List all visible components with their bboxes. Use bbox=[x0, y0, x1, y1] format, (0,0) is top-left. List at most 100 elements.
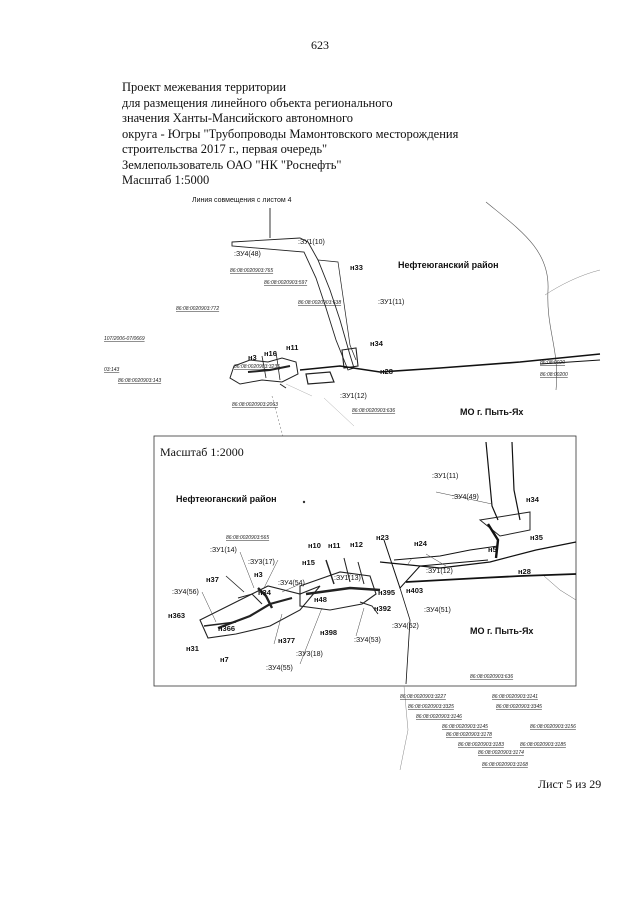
cadastral-number: 86:08:0020903:3156 bbox=[530, 724, 576, 730]
pipeline-south bbox=[399, 587, 411, 685]
label-zu4-48: :ЗУ4(48) bbox=[234, 251, 261, 258]
cadastral-number: 86:08:0020903:3235 bbox=[234, 364, 280, 370]
cluster-center bbox=[299, 571, 377, 611]
label-zu1-12: :ЗУ1(12) bbox=[340, 393, 367, 400]
cadastral-number: 86:08:0020903:638 bbox=[298, 300, 341, 306]
leader-line bbox=[355, 607, 365, 637]
cluster-line bbox=[343, 557, 351, 583]
cadastral-number: 86:08:0020903:636 bbox=[352, 408, 395, 414]
cluster-line bbox=[225, 575, 245, 593]
leader-line bbox=[201, 591, 217, 623]
cluster-line bbox=[279, 383, 287, 389]
cadastral-number: 86:08:0020903:597 bbox=[264, 280, 307, 286]
cadastral-number: 86:08:0020903:2063 bbox=[232, 402, 278, 408]
cadastral-number: 86:08:0020903:3141 bbox=[492, 694, 538, 700]
cluster-line bbox=[275, 351, 281, 381]
label-zu1-11: :ЗУ1(11) bbox=[432, 473, 458, 480]
label-n34b: н34 bbox=[258, 588, 272, 597]
cluster-line bbox=[261, 355, 267, 379]
cluster-line bbox=[325, 559, 335, 585]
header-line: значения Ханты-Мансийского автономного bbox=[122, 111, 354, 125]
label-zu4-52: :ЗУ4(52) bbox=[392, 623, 419, 630]
label-zu1-12: :ЗУ1(12) bbox=[426, 568, 453, 575]
bottom-cadastral: 86:08:0020903:3227 86:08:0020903:3141 86… bbox=[399, 685, 576, 770]
header-line: округа - Югры "Трубопроводы Мамонтовског… bbox=[122, 126, 459, 141]
label-n7: н7 bbox=[220, 655, 229, 664]
leader-line bbox=[407, 557, 413, 565]
boundary-curve bbox=[399, 685, 409, 770]
label-n11: н11 bbox=[328, 541, 340, 550]
label-zu4-55: :ЗУ4(55) bbox=[266, 665, 293, 672]
thin-line bbox=[543, 575, 577, 601]
point-marker bbox=[302, 500, 306, 504]
boundary-curve bbox=[544, 269, 601, 296]
cadastral-number: 86:08:0020903:3227 bbox=[400, 694, 446, 700]
label-n3: н3 bbox=[248, 353, 257, 362]
leader-line bbox=[263, 559, 279, 589]
cadastral-number: 86:08:0020903:3178 bbox=[446, 732, 492, 738]
label-zu1-13: :ЗУ1(13) bbox=[334, 575, 361, 582]
leader-line bbox=[239, 551, 255, 589]
pipeline-secondary bbox=[393, 545, 499, 561]
cadastral-number: 86:08:0020903:3185 bbox=[520, 742, 566, 748]
cadastral-number: 86:08:0020903:3183 bbox=[458, 742, 504, 748]
district-label: Нефтеюганский район bbox=[398, 260, 499, 270]
main-map: Линия совмещения с листом 4 :ЗУ1(10) :ЗУ… bbox=[104, 197, 601, 504]
cadastral-number: 86:08:0020903:3146 bbox=[416, 714, 462, 720]
label-n3: н3 bbox=[254, 570, 263, 579]
cluster-line bbox=[237, 593, 263, 605]
thin-line bbox=[285, 383, 313, 397]
inset-map: Масштаб 1:2000 bbox=[153, 435, 577, 687]
leader-line bbox=[273, 613, 283, 645]
cadastral-number: 107/2006-07/0669 bbox=[104, 336, 145, 342]
label-zu3-18: :ЗУ3(18) bbox=[296, 651, 323, 658]
label-n16: н16 bbox=[264, 349, 277, 358]
label-n398: н398 bbox=[320, 628, 337, 637]
leader-line bbox=[425, 553, 447, 567]
label-n15: н15 bbox=[302, 558, 315, 567]
inset-title: Масштаб 1:2000 bbox=[160, 445, 244, 459]
cluster-pipe bbox=[305, 586, 381, 596]
junction-line-label: Линия совмещения с листом 4 bbox=[192, 197, 292, 204]
cluster-line bbox=[203, 621, 237, 627]
label-zu4-54: :ЗУ4(54) bbox=[278, 580, 305, 587]
cadastral-number: 86:08:0020903:565 bbox=[226, 535, 269, 541]
inset-municipality-label: МО г. Пыть-Ях bbox=[470, 626, 533, 636]
label-zu4-53: :ЗУ4(53) bbox=[354, 637, 381, 644]
label-n37: н37 bbox=[206, 575, 219, 584]
label-n12: н12 bbox=[350, 540, 363, 549]
label-zu4-49: :ЗУ4(49) bbox=[452, 494, 479, 501]
label-n35: н35 bbox=[530, 533, 543, 542]
corridor-zu1-12 bbox=[383, 539, 489, 589]
cadastral-number: 86:08:0020903:3345 bbox=[496, 704, 542, 710]
leader-line bbox=[281, 583, 301, 593]
cadastral-number: 86:08:00200 bbox=[540, 372, 568, 378]
cadastral-number: 86:08:0020903:3325 bbox=[408, 704, 454, 710]
cadastral-number: 86:08:0020903:3145 bbox=[442, 724, 488, 730]
header-line: строительства 2017 г., первая очередь" bbox=[122, 142, 328, 156]
label-n395: н395 bbox=[378, 588, 395, 597]
cluster-pipe bbox=[247, 365, 291, 373]
cadastral-number: 86:08:0020903:3174 bbox=[478, 750, 524, 756]
label-n392: н392 bbox=[374, 604, 391, 613]
cadastral-number: 86:08:0020903:636 bbox=[470, 674, 513, 680]
cluster-left bbox=[229, 357, 299, 385]
cadastral-number: 86:08:0020903:772 bbox=[176, 306, 219, 312]
pipeline-branch bbox=[539, 359, 601, 365]
corridor-line bbox=[317, 259, 357, 361]
cadastral-number: 03:143 bbox=[104, 367, 120, 373]
label-zu1-14: :ЗУ1(14) bbox=[210, 547, 237, 554]
thin-line bbox=[323, 397, 355, 427]
label-n31: н31 bbox=[186, 644, 199, 653]
page-number: 623 bbox=[311, 38, 329, 52]
label-zu4-51: :ЗУ4(51) bbox=[424, 607, 451, 614]
pipe-node-n5 bbox=[486, 523, 500, 559]
sheet-number: Лист 5 из 29 bbox=[538, 777, 602, 791]
header-line: Масштаб 1:5000 bbox=[122, 173, 210, 187]
label-zu1-10: :ЗУ1(10) bbox=[298, 239, 325, 246]
label-n10: н10 bbox=[308, 541, 321, 550]
label-n403: н403 bbox=[406, 586, 423, 595]
pipeline-vertical bbox=[485, 441, 499, 521]
cadastral-map: Линия совмещения с листом 4 :ЗУ1(10) :ЗУ… bbox=[104, 197, 601, 770]
cluster-line bbox=[359, 601, 379, 615]
